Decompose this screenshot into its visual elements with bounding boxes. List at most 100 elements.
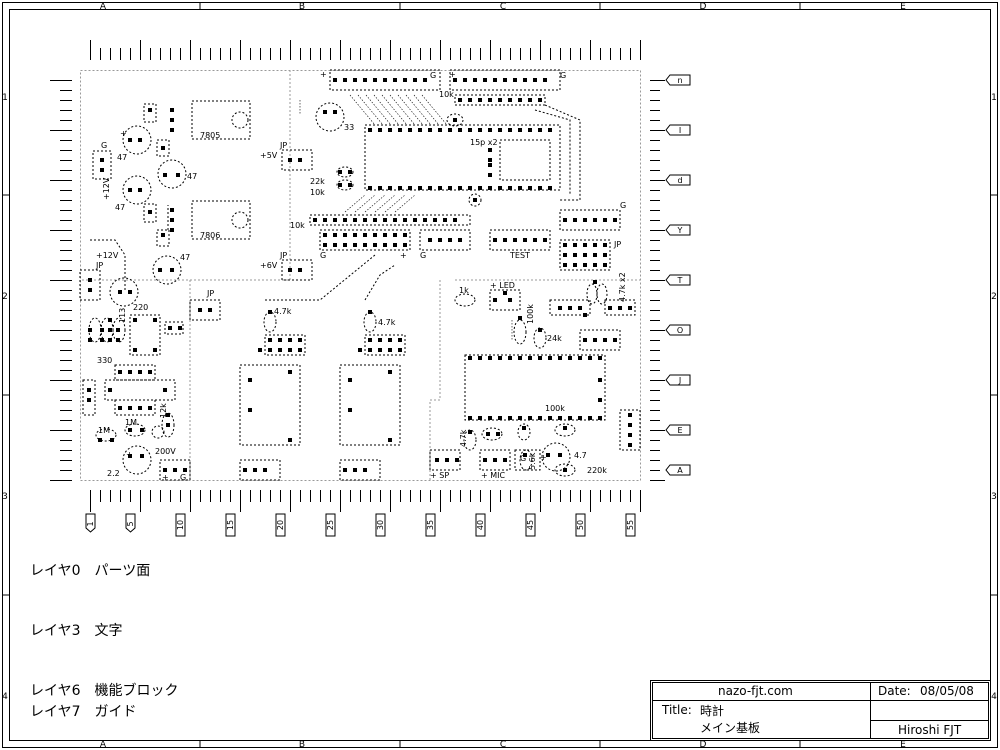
ruler-x-label: 45 bbox=[526, 520, 535, 530]
pad bbox=[598, 398, 602, 402]
regulator-label: 7806 bbox=[200, 231, 220, 240]
pad bbox=[483, 458, 487, 462]
resistor-outline bbox=[336, 166, 354, 178]
connector-outline bbox=[489, 229, 551, 251]
ruler-x-label: 1 bbox=[86, 521, 95, 526]
pad bbox=[148, 406, 152, 410]
ground-label: G bbox=[420, 251, 426, 260]
pad bbox=[403, 233, 407, 237]
pad bbox=[388, 338, 392, 342]
part-outline bbox=[549, 299, 591, 316]
ruler-y-label: n bbox=[677, 76, 682, 85]
pad bbox=[508, 416, 512, 420]
pad bbox=[108, 338, 112, 342]
pad bbox=[508, 356, 512, 360]
pad bbox=[528, 186, 532, 190]
pad bbox=[413, 218, 417, 222]
pad bbox=[268, 348, 272, 352]
capacitor-label: 4.7 bbox=[574, 451, 587, 460]
part-outline bbox=[264, 334, 306, 356]
frame-col-label: B bbox=[299, 2, 305, 12]
pad bbox=[513, 78, 517, 82]
capacitor-label: 33 bbox=[344, 123, 354, 132]
pad bbox=[528, 128, 532, 132]
pad bbox=[140, 454, 144, 458]
capacitor-outline bbox=[541, 442, 571, 472]
pad bbox=[348, 183, 352, 187]
pad bbox=[128, 428, 132, 432]
ruler-x-label: 5 bbox=[126, 521, 135, 526]
pad bbox=[166, 413, 170, 417]
pad bbox=[133, 348, 137, 352]
pad bbox=[593, 218, 597, 222]
pad bbox=[583, 338, 587, 342]
frame-row-label: 4 bbox=[991, 692, 997, 702]
ic-outline bbox=[364, 124, 561, 191]
pad bbox=[288, 158, 292, 162]
pad bbox=[603, 338, 607, 342]
pad bbox=[148, 108, 152, 112]
pad bbox=[628, 443, 632, 447]
polarity-label: + bbox=[540, 453, 547, 462]
connector-outline bbox=[454, 94, 546, 106]
pad bbox=[518, 316, 522, 320]
pad bbox=[445, 458, 449, 462]
pad bbox=[388, 186, 392, 190]
pad bbox=[378, 338, 382, 342]
frame-col-label: B bbox=[299, 740, 305, 750]
connector-outline bbox=[419, 229, 471, 251]
pad bbox=[278, 338, 282, 342]
pad bbox=[138, 138, 142, 142]
pad bbox=[563, 263, 567, 267]
pad bbox=[161, 233, 165, 237]
pad bbox=[418, 186, 422, 190]
polarity-label: + bbox=[449, 70, 456, 79]
pad bbox=[343, 243, 347, 247]
pad bbox=[248, 378, 252, 382]
title-block bbox=[650, 680, 991, 741]
pad bbox=[503, 238, 507, 242]
pad bbox=[563, 253, 567, 257]
pad bbox=[488, 173, 492, 177]
pad bbox=[288, 348, 292, 352]
pad bbox=[498, 128, 502, 132]
pad bbox=[608, 306, 612, 310]
ruler-x-label: 10 bbox=[176, 520, 185, 530]
resistor-label: 4.7k bbox=[378, 318, 396, 327]
pad bbox=[333, 233, 337, 237]
part-outline bbox=[364, 334, 406, 356]
frame-row-label: 1 bbox=[991, 93, 997, 103]
frame-col-label: C bbox=[500, 740, 506, 750]
pad bbox=[368, 128, 372, 132]
resistor-label: 4.7k bbox=[459, 429, 468, 447]
jumper-label: JP bbox=[206, 289, 214, 298]
pad bbox=[88, 338, 92, 342]
pad bbox=[383, 243, 387, 247]
connector-outline bbox=[319, 229, 411, 251]
frame-col-label: D bbox=[700, 740, 707, 750]
pad bbox=[87, 388, 91, 392]
pad bbox=[100, 338, 104, 342]
pad bbox=[170, 268, 174, 272]
pad bbox=[453, 78, 457, 82]
pad bbox=[163, 468, 167, 472]
pad bbox=[603, 253, 607, 257]
pad bbox=[468, 430, 472, 434]
pad bbox=[543, 238, 547, 242]
pad bbox=[198, 308, 202, 312]
pad bbox=[393, 78, 397, 82]
pad bbox=[518, 356, 522, 360]
pad bbox=[423, 218, 427, 222]
pad bbox=[323, 218, 327, 222]
pad bbox=[478, 416, 482, 420]
pad bbox=[170, 218, 174, 222]
pad bbox=[363, 233, 367, 237]
title-block-date-label: Date: bbox=[878, 684, 911, 698]
pad bbox=[488, 356, 492, 360]
pad bbox=[478, 186, 482, 190]
pad bbox=[363, 218, 367, 222]
pad bbox=[298, 268, 302, 272]
pad bbox=[453, 118, 457, 122]
pad bbox=[243, 468, 247, 472]
